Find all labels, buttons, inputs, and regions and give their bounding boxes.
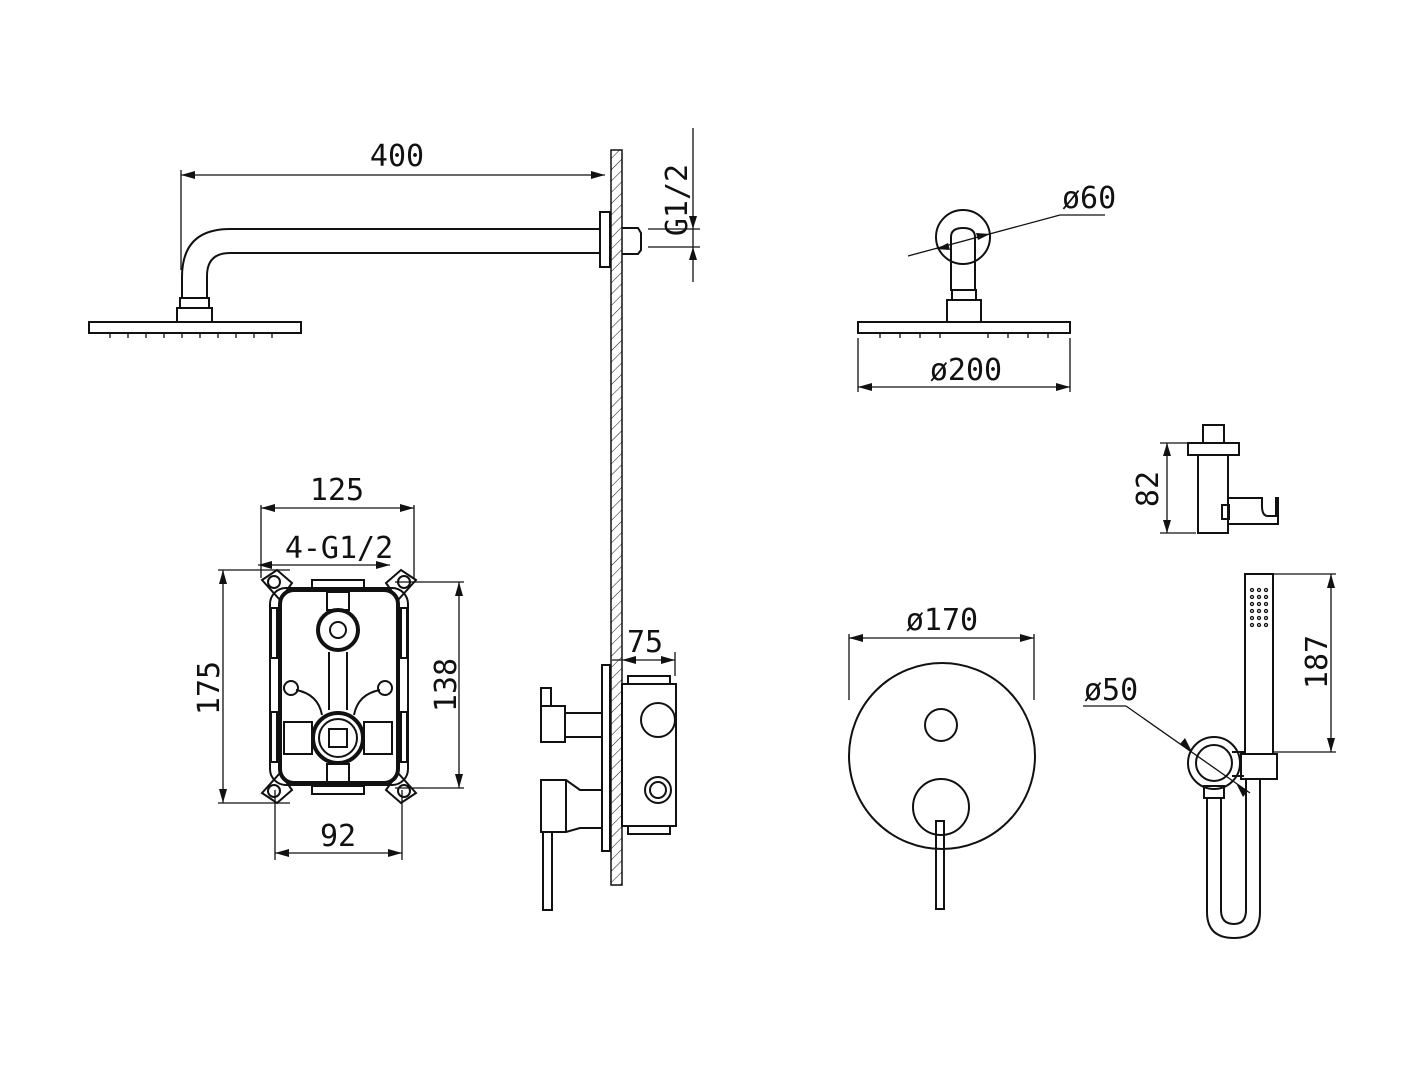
box-inner-height-label: 138 — [429, 658, 464, 712]
shower-head-front-view: ø60 ø200 — [857, 181, 1116, 392]
box-height-label: 175 — [192, 661, 227, 715]
mixer-side-view: 75 — [540, 625, 677, 911]
elbow-diameter-label: ø50 — [1084, 673, 1138, 708]
nozzle-grid — [1249, 587, 1269, 628]
box-width-label: 125 — [310, 473, 364, 508]
arm-length-label: 400 — [370, 139, 424, 174]
flange-diameter-label: ø60 — [1062, 181, 1116, 216]
wall-depth-label: 75 — [627, 625, 663, 660]
head-nozzles — [109, 333, 273, 338]
handshower-length-label: 187 — [1300, 635, 1335, 689]
arm-thread-label: G1/2 — [660, 164, 695, 236]
holder-height-label: 82 — [1131, 471, 1166, 507]
head-diameter-label: ø200 — [930, 353, 1002, 388]
concealed-box-front-view: 125 4-G1/2 175 138 92 — [192, 473, 464, 860]
handshower-holder: 82 — [1131, 424, 1279, 534]
box-inlets-label: 4-G1/2 — [285, 531, 393, 566]
handshower-side-view: 187 ø50 — [1083, 573, 1336, 940]
shower-arm-side-view: 400 G1/2 — [88, 128, 700, 886]
cover-plate-front-view: ø170 — [848, 603, 1036, 910]
box-inner-width-label: 92 — [320, 819, 356, 854]
plate-diameter-label: ø170 — [906, 603, 978, 638]
